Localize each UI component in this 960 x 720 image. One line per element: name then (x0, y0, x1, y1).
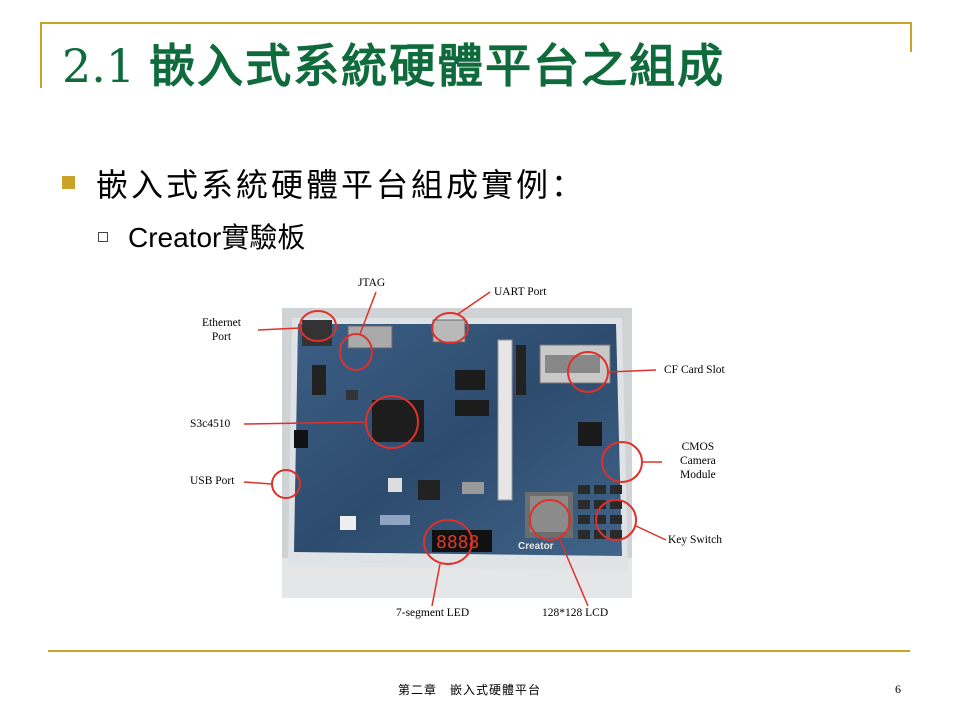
label-cmos-line1: CMOS (681, 441, 715, 453)
ethernet-connector (302, 320, 332, 346)
right-frame-line (910, 22, 912, 52)
top-frame-line (40, 22, 912, 24)
board-silkscreen: Creator (518, 541, 554, 552)
callout-circles (271, 310, 643, 565)
title-text: 嵌入式系統硬體平台之組成 (149, 39, 726, 93)
label-lcd: 128*128 LCD (542, 607, 609, 619)
label-uart-port: UART Port (494, 286, 547, 298)
label-ethernet-port: Ethernet Port (202, 316, 241, 344)
label-key-switch: Key Switch (668, 534, 722, 546)
bullet-text-2: Creator實驗板 (128, 222, 306, 253)
label-cmos-line2: Camera (680, 455, 716, 467)
hollow-square-bullet-icon (98, 232, 108, 242)
footer-divider (48, 650, 910, 652)
square-bullet-icon (62, 176, 75, 189)
label-ethernet-line1: Ethernet (202, 317, 241, 329)
label-cmos-camera-module: CMOS Camera Module (680, 440, 716, 482)
page-number: 6 (895, 682, 901, 696)
s3c4510-chip (372, 400, 424, 442)
label-cf-card-slot: CF Card Slot (664, 364, 725, 376)
label-s3c4510: S3c4510 (190, 418, 231, 430)
label-7-segment-led: 7-segment LED (396, 607, 470, 619)
expansion-connector (497, 339, 513, 501)
keypad (578, 485, 622, 539)
callout-leader-lines (243, 291, 667, 607)
left-frame-line (40, 22, 42, 88)
label-cmos-line3: Module (680, 469, 716, 481)
seven-segment-digits: 8888 (436, 532, 479, 553)
label-jtag: JTAG (358, 277, 386, 289)
footer-chapter: 第二章 嵌入式硬體平台 (398, 683, 542, 697)
title-number: 2.1 (62, 39, 136, 93)
label-usb-port: USB Port (190, 475, 235, 487)
seven-segment-led (432, 530, 492, 552)
label-ethernet-line2: Port (211, 331, 232, 343)
bullet-text-1: 嵌入式系統硬體平台組成實例： (96, 166, 587, 204)
